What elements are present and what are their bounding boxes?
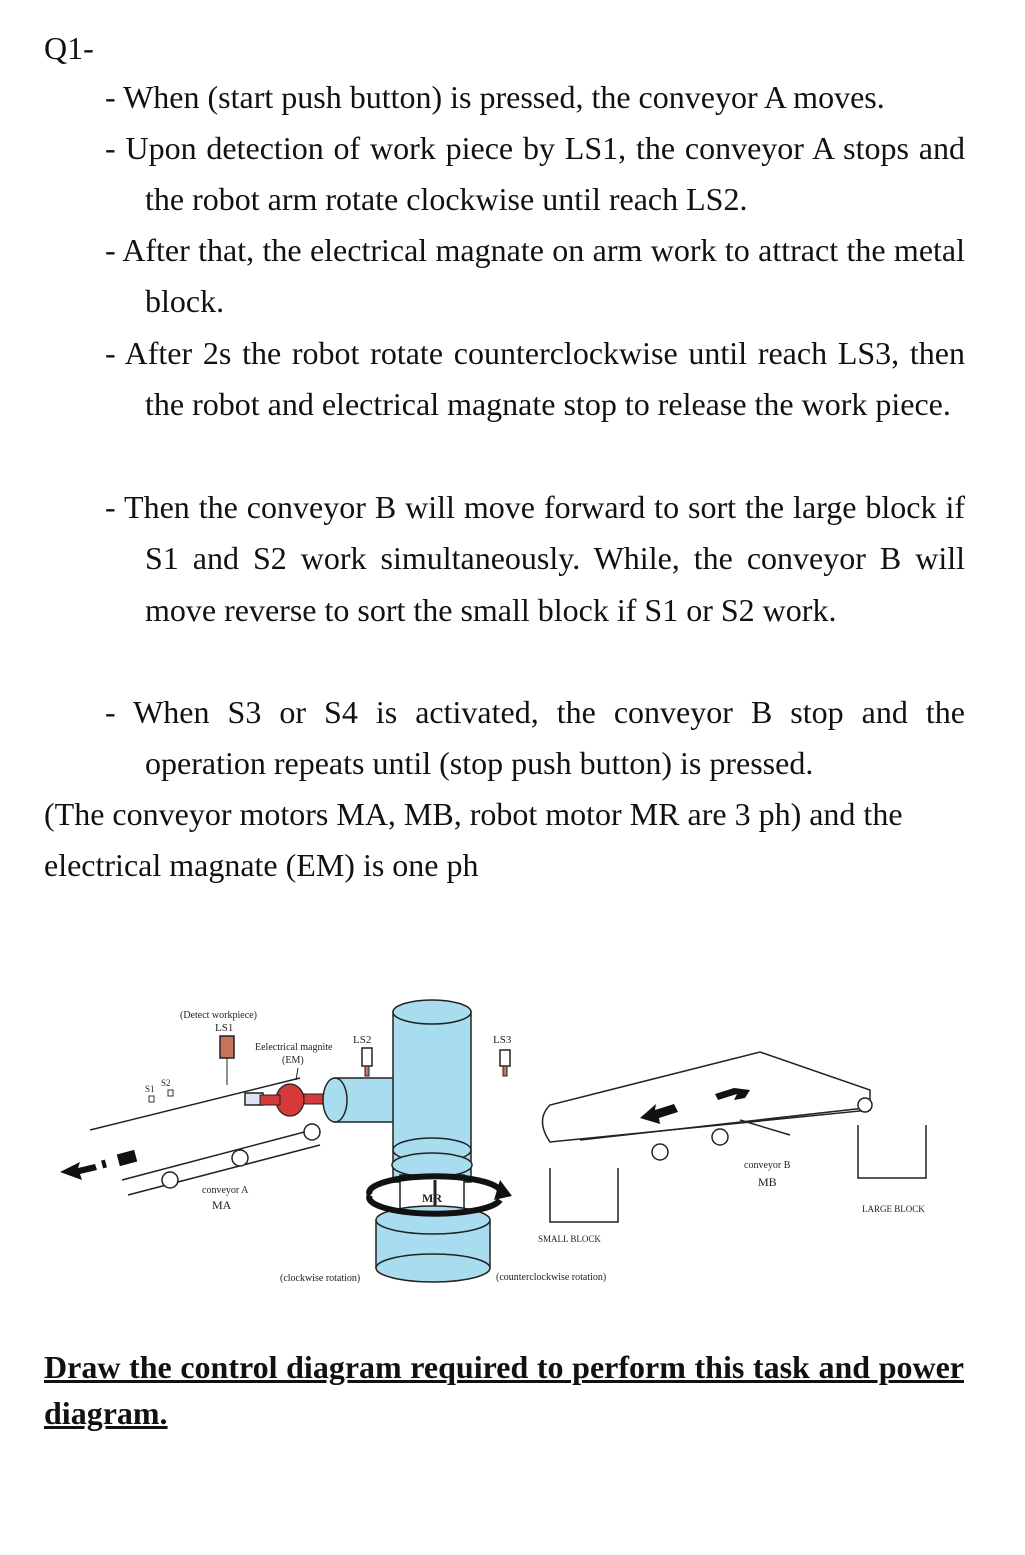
ls1-label: LS1	[215, 1022, 233, 1034]
small-block-label: SMALL BLOCK	[538, 1234, 601, 1244]
robot-column	[375, 999, 491, 1283]
bullet-5: - Then the conveyor B will move forward …	[105, 489, 965, 628]
em-label: (EM)	[282, 1055, 304, 1066]
conveyor-a	[89, 1077, 321, 1196]
detect-label: (Detect workpiece)	[180, 1010, 257, 1021]
mb-label: MB	[758, 1175, 777, 1189]
ls2-switch: LS2	[353, 1034, 373, 1077]
rotation-arrow-icon	[366, 1173, 512, 1217]
magnet-label: Eelectrical magnite	[255, 1042, 333, 1053]
large-block-label: LARGE BLOCK	[862, 1204, 925, 1214]
sensors-s1-s2: S1 S2	[145, 1078, 174, 1103]
process-diagram: S1 S2 (Detect workpiece) LS1 Eelectrical…	[60, 999, 927, 1284]
ls3-label: LS3	[493, 1034, 512, 1046]
conveyor-b-arrows-icon	[640, 1088, 750, 1124]
bullet-1: - When (start push button) is pressed, t…	[105, 79, 885, 115]
task-instruction: Draw the control diagram required to per…	[44, 1349, 964, 1431]
bullet-3: - After that, the electrical magnate on …	[105, 232, 965, 320]
question-number: Q1-	[44, 30, 94, 66]
motor-note: (The conveyor motors MA, MB, robot motor…	[44, 796, 903, 883]
ma-label: MA	[212, 1198, 232, 1212]
mr-label: MR	[422, 1191, 442, 1205]
large-block-bin	[857, 1125, 927, 1179]
bullet-4: - After 2s the robot rotate counterclock…	[105, 335, 965, 423]
ls1-switch: (Detect workpiece) LS1	[180, 1010, 257, 1085]
bullet-2: - Upon detection of work piece by LS1, t…	[105, 130, 965, 218]
s2-label: S2	[161, 1078, 171, 1088]
bullet-6: - When S3 or S4 is activated, the convey…	[105, 694, 965, 782]
conveyor-b-label: conveyor B	[744, 1160, 791, 1171]
clockwise-label: (clockwise rotation)	[280, 1273, 360, 1284]
incoming-arrow-icon	[60, 1149, 138, 1180]
electrical-magnet: Eelectrical magnite (EM)	[244, 1042, 335, 1117]
counterclockwise-label: (counterclockwise rotation)	[496, 1272, 606, 1283]
ls2-label: LS2	[353, 1034, 371, 1046]
s1-label: S1	[145, 1084, 155, 1094]
conveyor-a-label: conveyor A	[202, 1185, 249, 1196]
conveyor-b	[541, 1051, 873, 1161]
small-block-bin	[549, 1168, 619, 1223]
ls3-switch: LS3	[493, 1034, 512, 1077]
